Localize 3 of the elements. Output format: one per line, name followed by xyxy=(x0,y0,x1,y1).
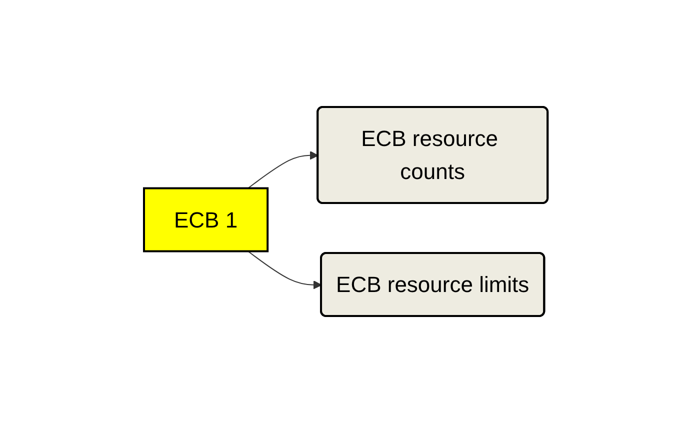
node-box: ECB 1 xyxy=(143,186,269,252)
arrow xyxy=(248,150,319,188)
arrow xyxy=(248,250,322,289)
